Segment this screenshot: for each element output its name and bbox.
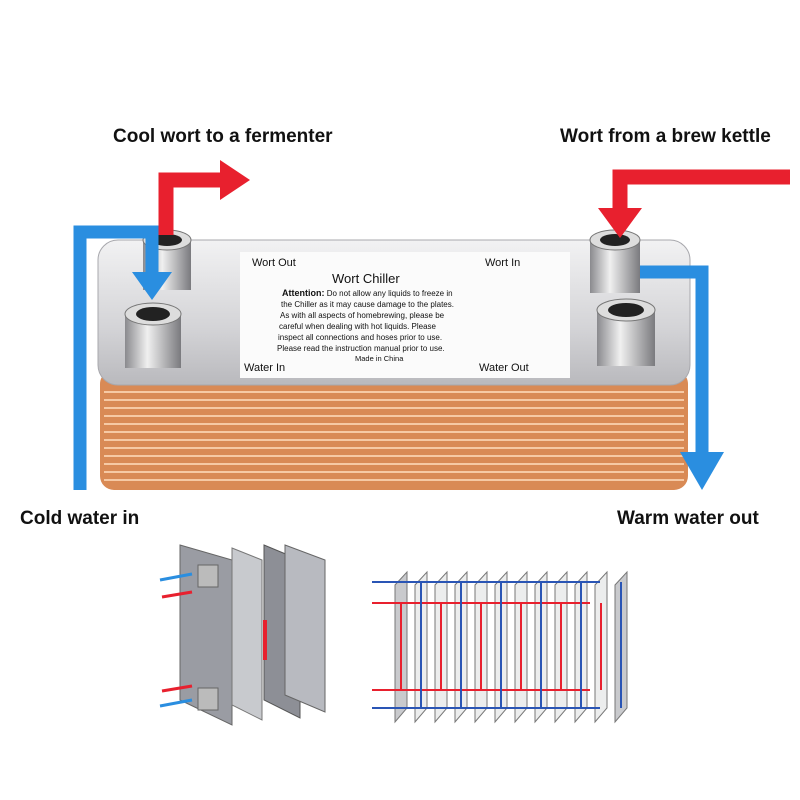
copper-plate-stack (100, 370, 688, 490)
label-title: Wort Chiller (332, 271, 400, 286)
warm-water-out-arrow (640, 265, 724, 490)
label-line-3: careful when dealing with hot liquids. P… (279, 322, 437, 331)
label-made-in: Made in China (355, 354, 404, 363)
fitting-water-in (124, 302, 182, 368)
flow-schematic (372, 570, 628, 724)
callout-wort-in: Wort from a brew kettle (560, 126, 771, 147)
hot-wort-out-arrow (158, 160, 250, 235)
label-line-1: the Chiller as it may cause damage to th… (281, 300, 454, 309)
label-line-4: inspect all connections and hoses prior … (278, 333, 442, 342)
label-line-2: As with all aspects of homebrewing, plea… (280, 311, 445, 320)
fitting-wort-in (589, 229, 641, 293)
label-line-5: Please read the instruction manual prior… (277, 344, 445, 353)
callout-warm-water-out: Warm water out (617, 508, 759, 529)
label-water-out: Water Out (479, 362, 529, 374)
cold-water-in-arrow (73, 225, 172, 490)
label-line-0-text: Do not allow any liquids to freeze in (327, 289, 453, 298)
fitting-water-out (596, 298, 656, 366)
callout-cool-wort-out: Cool wort to a fermenter (113, 126, 333, 147)
exploded-plates-diagram (159, 544, 326, 726)
label-wort-out: Wort Out (252, 257, 296, 269)
label-water-in: Water In (244, 362, 285, 374)
attention-prefix: Attention: (282, 288, 325, 298)
callout-cold-water-in: Cold water in (20, 508, 140, 529)
label-wort-in: Wort In (485, 257, 520, 269)
label-plate: Wort Out Wort In Wort Chiller Attention:… (240, 252, 570, 378)
label-line-0: Attention: Do not allow any liquids to f… (282, 288, 453, 298)
hot-wort-in-arrow (598, 169, 790, 238)
